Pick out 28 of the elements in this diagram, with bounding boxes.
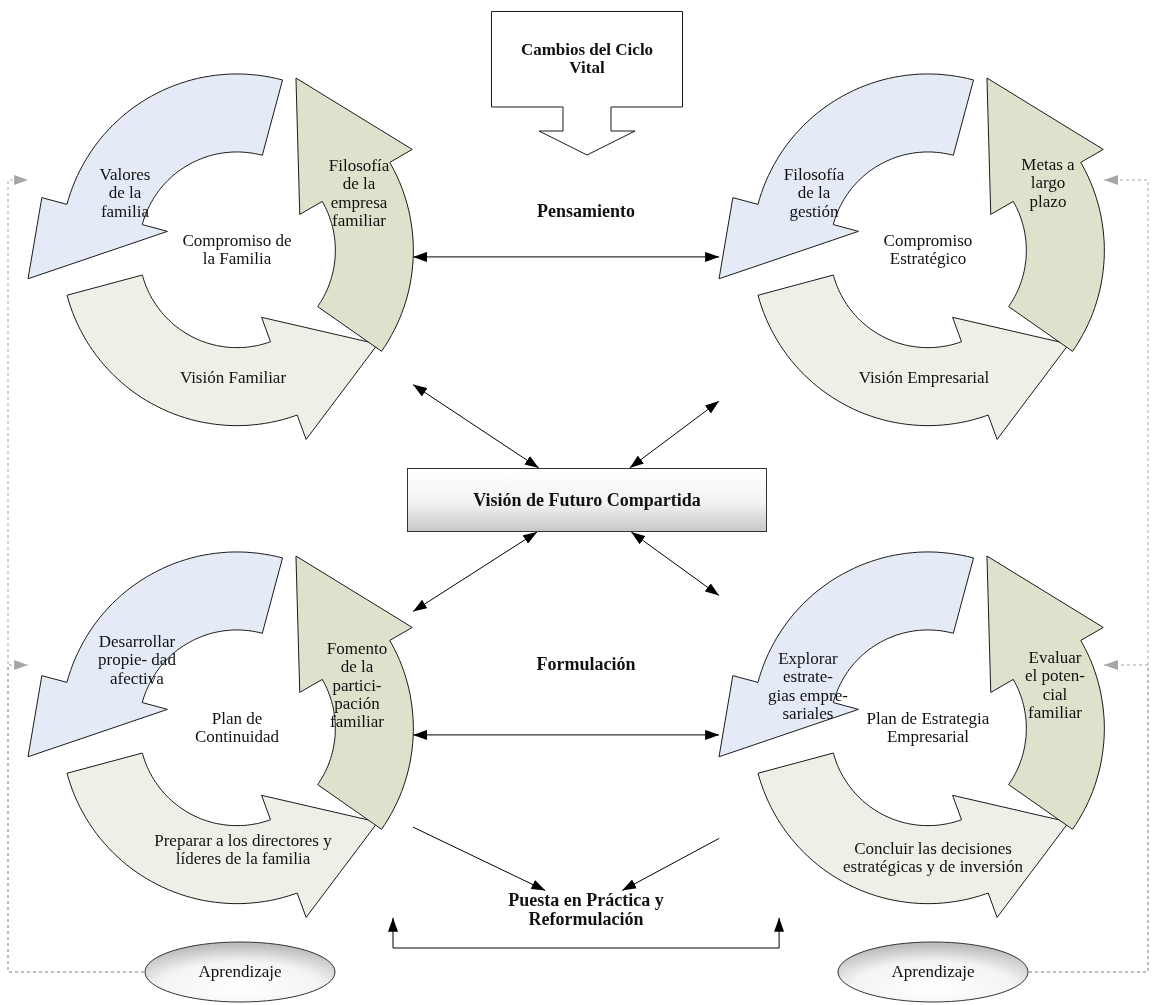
cycle-segment: Visión Empresarial <box>758 275 1069 440</box>
arrow <box>412 826 546 892</box>
cycle-segment: Preparar a los directores y líderes de la familia <box>67 753 378 918</box>
process-box: Visión de Futuro Compartida <box>407 468 767 532</box>
cycle-center-label: Compromiso Estratégico <box>882 231 974 269</box>
callout-box: Cambios del Ciclo Vital <box>491 11 683 156</box>
oval-node: Aprendizaje <box>144 941 336 1003</box>
stage-label: Pensamiento <box>536 202 636 222</box>
cycle-segment: Visión Familiar <box>67 275 378 440</box>
oval-node: Aprendizaje <box>837 941 1029 1003</box>
double-arrow <box>388 917 785 949</box>
double-arrow <box>412 384 540 469</box>
double-arrow <box>412 729 720 740</box>
arrow <box>621 837 720 892</box>
stage-label: Puesta en Práctica y Reformulación <box>466 890 706 930</box>
cycle-segment: Filosofía de la empresa familiar <box>295 77 413 351</box>
cycle-center-label: Compromiso de la Familia <box>182 231 292 269</box>
cycle-segment: Concluir las decisiones estratégicas y de inversión <box>758 753 1069 918</box>
cycle-segment: Metas a largo plazo <box>986 77 1104 351</box>
stage-label: Formulación <box>535 655 637 675</box>
cycle-center-label: Plan de Continuidad <box>193 709 280 747</box>
dashed-arrow <box>7 660 145 973</box>
dashed-arrow <box>1028 660 1149 973</box>
double-arrow <box>412 531 538 612</box>
double-arrow <box>629 400 720 469</box>
cycle-segment: Fomento de la partici- pación familiar <box>295 555 413 829</box>
double-arrow <box>630 531 720 597</box>
double-arrow <box>412 251 720 262</box>
